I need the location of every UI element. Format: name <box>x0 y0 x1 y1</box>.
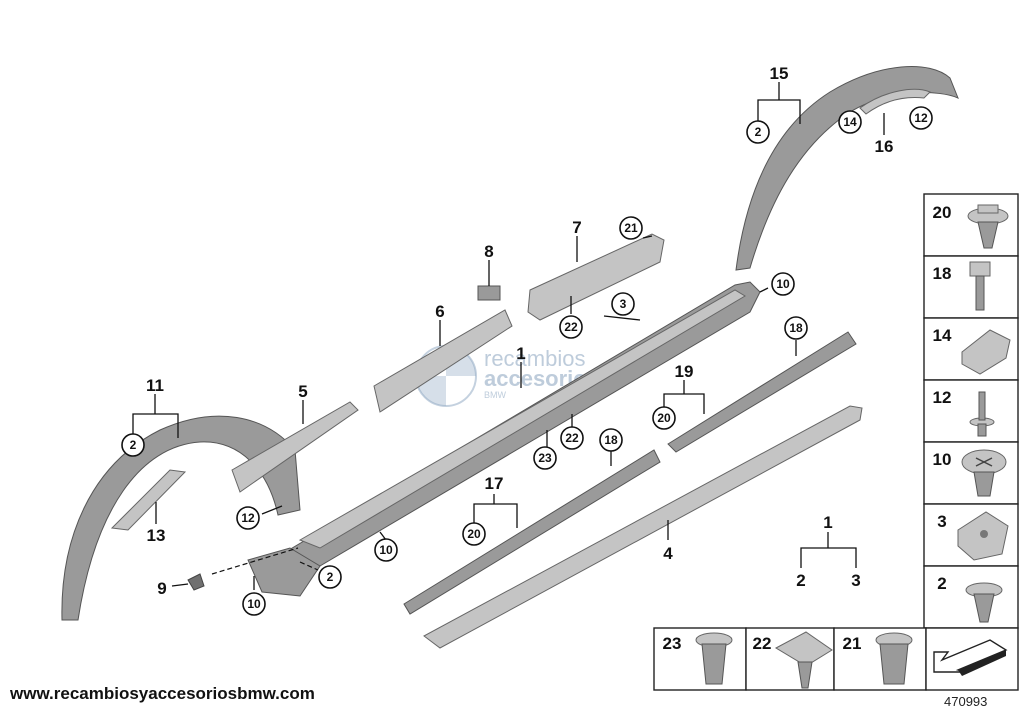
circled-callout-2-rear-label: 2 <box>755 125 762 139</box>
bracket-6 <box>373 309 513 413</box>
legend-label-10: 10 <box>933 450 952 469</box>
circled-callout-2-front: 2 <box>121 433 145 457</box>
rivet-12-icon <box>969 391 995 437</box>
callout-9: 9 <box>157 579 166 598</box>
circled-callout-12-rear: 12 <box>909 106 933 130</box>
push-nut-10-icon <box>961 449 1007 497</box>
bracket-5 <box>231 401 359 493</box>
callout-1-legend: 1 <box>823 513 832 532</box>
callout-19: 19 <box>675 362 694 381</box>
circled-callout-2-sill-label: 2 <box>327 570 334 584</box>
screw-18-icon <box>969 261 991 311</box>
clip-21-icon <box>875 632 913 685</box>
circled-callout-21-label: 21 <box>624 221 638 235</box>
circled-callout-12-front: 12 <box>236 506 260 530</box>
circled-callout-20-lower: 20 <box>462 522 486 546</box>
circled-callout-10-front: 10 <box>242 592 266 616</box>
callout-15: 15 <box>770 64 789 83</box>
callout-7: 7 <box>572 218 581 237</box>
circled-callout-3: 3 <box>611 292 635 316</box>
legend-label-22: 22 <box>753 634 772 653</box>
circled-callout-22-lower: 22 <box>560 426 584 450</box>
circled-callout-10-mid-label: 10 <box>379 543 393 557</box>
circled-callout-10-rear: 10 <box>771 272 795 296</box>
circled-callout-3-label: 3 <box>620 297 627 311</box>
legend-label-12: 12 <box>933 388 952 407</box>
rear-wheel-arch-trim <box>735 65 959 271</box>
circled-callout-2-sill: 2 <box>318 565 342 589</box>
clip-nut-3-icon <box>957 511 1009 561</box>
circled-callout-20-upper-label: 20 <box>657 411 671 425</box>
leader-lines <box>132 82 885 590</box>
circled-callout-23-label: 23 <box>538 451 552 465</box>
circled-callout-20-lower-label: 20 <box>467 527 481 541</box>
circled-callout-10-mid: 10 <box>374 538 398 562</box>
legend-label-20: 20 <box>933 203 952 222</box>
legend-cell-22 <box>745 627 835 691</box>
push-clip-22-icon <box>774 631 833 689</box>
callout-16: 16 <box>875 137 894 156</box>
legend-label-21: 21 <box>843 634 862 653</box>
circled-callout-18-upper: 18 <box>784 316 808 340</box>
callout-6: 6 <box>435 302 444 321</box>
legend-label-2: 2 <box>937 574 946 593</box>
legend-label-3: 3 <box>937 512 946 531</box>
circled-callout-12-rear-label: 12 <box>914 111 928 125</box>
callout-13: 13 <box>147 526 166 545</box>
clip-14-icon <box>961 329 1011 375</box>
callout-2-legend: 2 <box>796 571 805 590</box>
legend-label-14: 14 <box>933 326 952 345</box>
clip-23-icon <box>695 632 733 685</box>
watermark-line1: recambios <box>484 346 585 371</box>
callout-17: 17 <box>485 474 504 493</box>
callout-1-main: 1 <box>516 344 525 363</box>
circled-callout-21: 21 <box>619 216 643 240</box>
legend-label-18: 18 <box>933 264 952 283</box>
arch-trim-strip <box>859 88 931 115</box>
sill-end-cap <box>247 547 321 597</box>
circled-callout-14-label: 14 <box>843 115 857 129</box>
side-sill-panel-highlight <box>298 289 746 549</box>
watermark-line3: BMW <box>484 390 507 400</box>
bracket-7 <box>527 233 665 321</box>
callout-4: 4 <box>663 544 673 563</box>
part-9 <box>187 573 205 591</box>
callout-11: 11 <box>146 376 164 395</box>
legend-label-23: 23 <box>663 634 682 653</box>
sill-moulding <box>423 405 863 649</box>
front-wheel-arch-trim <box>61 415 301 621</box>
circled-callout-20-upper: 20 <box>652 406 676 430</box>
circled-callout-2-front-label: 2 <box>130 438 137 452</box>
circled-callout-18-lower-label: 18 <box>604 433 618 447</box>
circled-callout-2-rear: 2 <box>746 120 770 144</box>
circled-callout-12-front-label: 12 <box>241 511 255 525</box>
circled-callout-23: 23 <box>533 446 557 470</box>
legend-cell-12 <box>923 379 1019 443</box>
circled-callout-18-upper-label: 18 <box>789 321 803 335</box>
circled-callout-22-lower-label: 22 <box>565 431 579 445</box>
clip-8 <box>477 285 501 301</box>
push-clip-20-icon <box>967 204 1009 249</box>
arch-trim-insert <box>110 469 187 531</box>
callout-5: 5 <box>298 382 307 401</box>
trim-strip-lower <box>403 449 661 615</box>
circled-callout-22-upper-label: 22 <box>564 320 578 334</box>
direction-arrow-icon <box>933 639 1008 676</box>
circled-callout-10-rear-label: 10 <box>776 277 790 291</box>
expanding-rivet-2-icon <box>965 582 1003 623</box>
circled-callout-22-upper: 22 <box>559 315 583 339</box>
circled-callout-18-lower: 18 <box>599 428 623 452</box>
site-url: www.recambiosyaccesoriosbmw.com <box>10 684 315 703</box>
circled-callout-10-front-label: 10 <box>247 597 261 611</box>
trim-strip-upper <box>667 331 857 453</box>
legend-cell-2 <box>923 565 1019 629</box>
circled-callout-14: 14 <box>838 110 862 134</box>
diagram-number: 470993 <box>944 694 988 709</box>
callout-3-legend: 3 <box>851 571 860 590</box>
callout-8: 8 <box>484 242 493 261</box>
fastener-legend-column: 20 18 14 12 10 <box>923 193 1019 629</box>
fastener-legend-row: 23 22 21 <box>653 627 1019 691</box>
